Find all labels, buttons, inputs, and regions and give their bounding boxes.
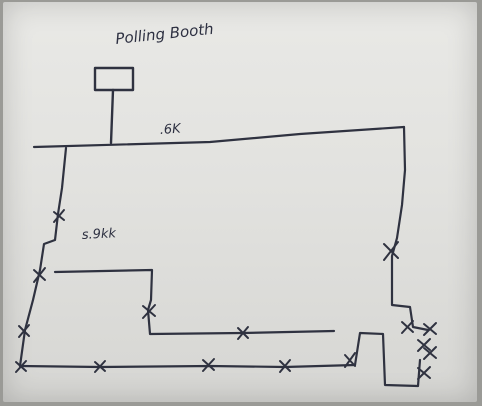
- right-route-line: [390, 125, 430, 332]
- lower-right-route: [353, 331, 422, 388]
- crossing-mark: [417, 366, 431, 380]
- crossing-mark: [33, 267, 46, 283]
- main-horizontal-line: [32, 125, 406, 149]
- crossing-mark: [423, 346, 437, 360]
- crossing-mark: [423, 322, 437, 336]
- crossing-mark: [344, 352, 356, 368]
- diagram-title: Polling Booth: [115, 20, 215, 48]
- crossing-mark: [237, 326, 249, 340]
- crossing-mark: [53, 209, 65, 223]
- crossing-mark: [18, 324, 30, 338]
- crossing-mark: [383, 241, 399, 261]
- crossing-mark: [279, 359, 291, 373]
- polling-booth-box: [93, 66, 135, 92]
- branch-label: s.9kk: [81, 226, 116, 243]
- crossing-mark: [94, 360, 106, 373]
- crossing-mark: [202, 358, 215, 372]
- left-route-line: [18, 146, 68, 368]
- crossing-mark: [401, 320, 414, 334]
- crossing-marks: [15, 209, 437, 380]
- crossing-mark: [142, 304, 156, 319]
- booth-connector-line: [109, 88, 115, 145]
- main-line-label: .6K: [159, 121, 182, 138]
- middle-branch-line: [53, 268, 336, 336]
- crossing-mark: [15, 360, 27, 373]
- bottom-line: [18, 363, 357, 369]
- crossing-mark: [417, 338, 431, 352]
